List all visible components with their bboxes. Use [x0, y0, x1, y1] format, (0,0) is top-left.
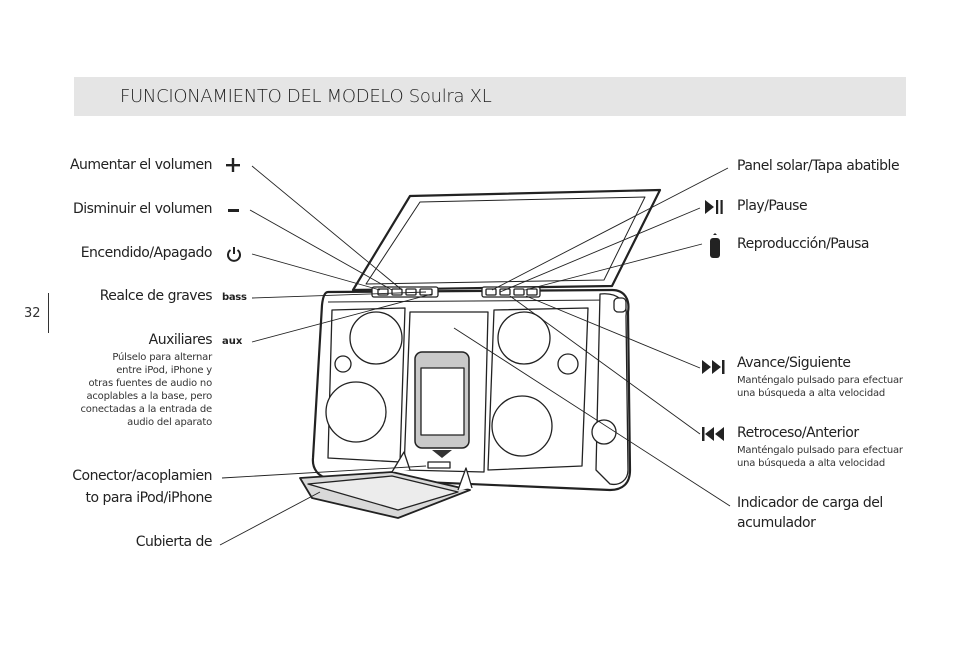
power-icon	[227, 247, 241, 262]
page-rule	[48, 293, 49, 333]
right-woofer	[491, 395, 553, 457]
page-title: FUNCIONAMIENTO DEL MODELO Soulra XL	[120, 86, 492, 107]
vol-down-label: Disminuir el volumen	[72, 201, 213, 217]
solar-label: Panel solar/Tapa abatible	[737, 158, 900, 174]
prev-label: Retroceso/Anterior	[737, 425, 859, 441]
aux-icon: aux	[222, 336, 243, 347]
minus-icon	[228, 209, 239, 212]
side-handle	[595, 293, 629, 486]
title-bar: FUNCIONAMIENTO DEL MODELO Soulra XL	[74, 77, 906, 116]
page-number: 32	[24, 306, 41, 321]
cover-label: Cubierta de	[135, 534, 212, 550]
playback-label: Reproducción/Pausa	[737, 236, 869, 252]
battery-label-2: acumulador	[737, 515, 816, 531]
next-label: Avance/Siguiente	[737, 355, 851, 371]
vol-up-label: Aumentar el volumen	[69, 157, 213, 173]
ipod-screen	[420, 367, 465, 436]
connector-label-2: to para iPod/iPhone	[85, 490, 212, 506]
prev-track-icon	[702, 427, 724, 441]
plus-icon	[226, 158, 240, 172]
bass-icon: bass	[222, 292, 247, 303]
connector-label-1: Conector/acoplamien	[72, 468, 212, 484]
play-pause-label: Play/Pause	[737, 198, 808, 214]
aux-description: Púlselo para alternar entre iPod, iPhone…	[80, 352, 212, 428]
solar-panel-lid	[351, 188, 662, 292]
power-label: Encendido/Apagado	[80, 245, 213, 261]
play-pause-icon	[705, 200, 723, 214]
prev-description: Manténgalo pulsado para efectuar una bús…	[737, 445, 903, 469]
next-description: Manténgalo pulsado para efectuar una bús…	[737, 375, 903, 399]
next-track-icon	[702, 360, 725, 374]
left-woofer	[325, 381, 387, 443]
remote-icon	[710, 233, 720, 258]
bass-label: Realce de graves	[99, 288, 213, 304]
battery-label-1: Indicador de carga del	[737, 495, 883, 511]
aux-label: Auxiliares	[148, 332, 213, 348]
left-tweeter	[349, 311, 403, 365]
right-tweeter	[497, 311, 551, 365]
